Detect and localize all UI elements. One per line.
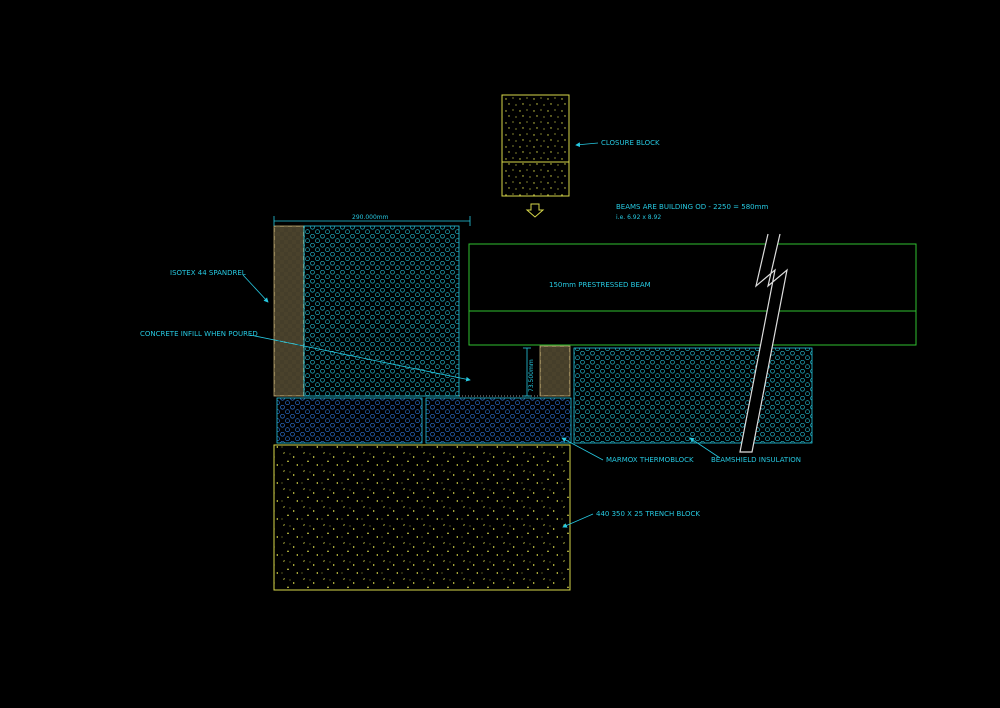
isotex-spandrel-block — [273, 225, 305, 397]
beamshield-insulation — [573, 347, 813, 444]
break-line — [739, 233, 788, 453]
marmox-label: MARMOX THERMOBLOCK — [606, 456, 694, 464]
closure-block-label: CLOSURE BLOCK — [601, 139, 660, 147]
isotex-core-block — [303, 225, 460, 397]
isotex-spandrel-label: ISOTEX 44 SPANDREL — [170, 269, 246, 277]
down-arrow-icon — [525, 203, 545, 218]
prestressed-beam-label: 150mm PRESTRESSED BEAM — [549, 281, 651, 289]
dimension-height-label: 73.500mm — [528, 359, 535, 392]
leader-lines — [242, 142, 721, 528]
concrete-infill-label: CONCRETE INFILL WHEN POURED — [140, 330, 258, 338]
prestressed-beam — [468, 243, 917, 346]
small-spandrel-block — [539, 345, 571, 397]
dimension-width — [273, 216, 471, 226]
beamshield-label: BEAMSHIELD INSULATION — [711, 456, 801, 464]
beams-note-label: BEAMS ARE BUILDING OD - 2250 = 580mm — [616, 203, 768, 211]
trench-block — [273, 444, 571, 591]
beams-note-sub-label: i.e. 6.92 x 8.92 — [616, 214, 661, 221]
marmox-thermoblock — [276, 397, 572, 444]
dimension-height — [523, 347, 531, 397]
trench-block-label: 440 350 X 25 TRENCH BLOCK — [596, 510, 700, 518]
dimension-width-label: 290.000mm — [352, 214, 389, 221]
closure-block — [501, 94, 570, 197]
